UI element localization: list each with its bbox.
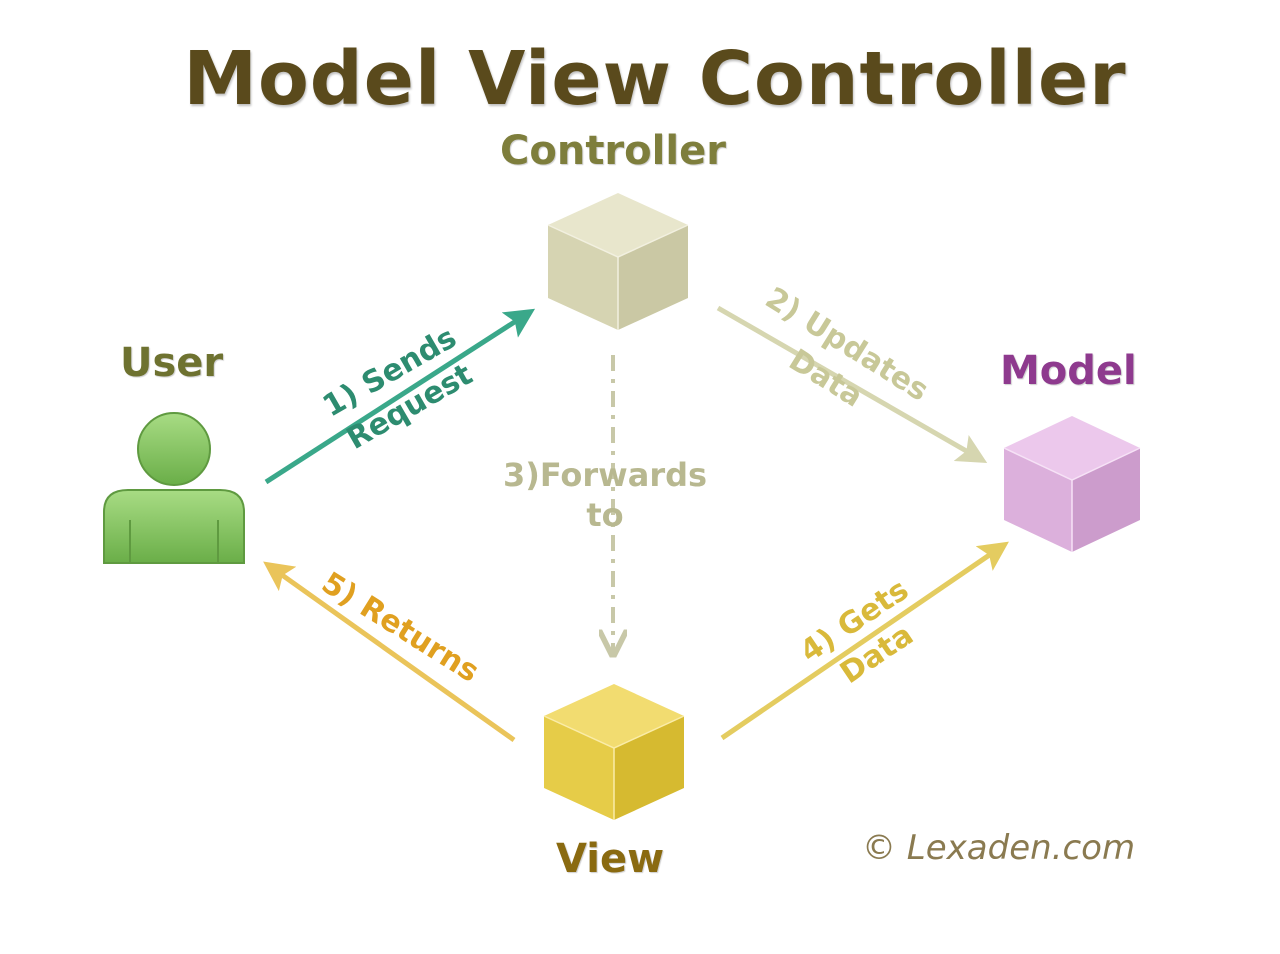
diagram-title: Model View Controller	[183, 36, 1127, 122]
forwards-to-line1: 3)Forwards	[502, 456, 708, 494]
controller-label: Controller	[500, 128, 726, 174]
user-label: User	[120, 340, 224, 386]
controller-cube-icon	[547, 193, 689, 330]
user-icon	[103, 412, 245, 564]
model-cube-icon	[1003, 416, 1141, 552]
forwards-to-label: 3)Forwards to	[480, 455, 730, 535]
model-label: Model	[1000, 348, 1137, 394]
arrow-updates-data	[716, 305, 988, 463]
arrow-sends-request	[264, 308, 536, 485]
copyright-credit: © Lexaden.com	[862, 828, 1136, 868]
forwards-to-line2: to	[586, 496, 624, 534]
view-cube-icon	[543, 684, 685, 820]
arrow-returns	[263, 561, 516, 743]
arrow-gets-data	[720, 541, 1009, 741]
view-label: View	[556, 836, 665, 882]
